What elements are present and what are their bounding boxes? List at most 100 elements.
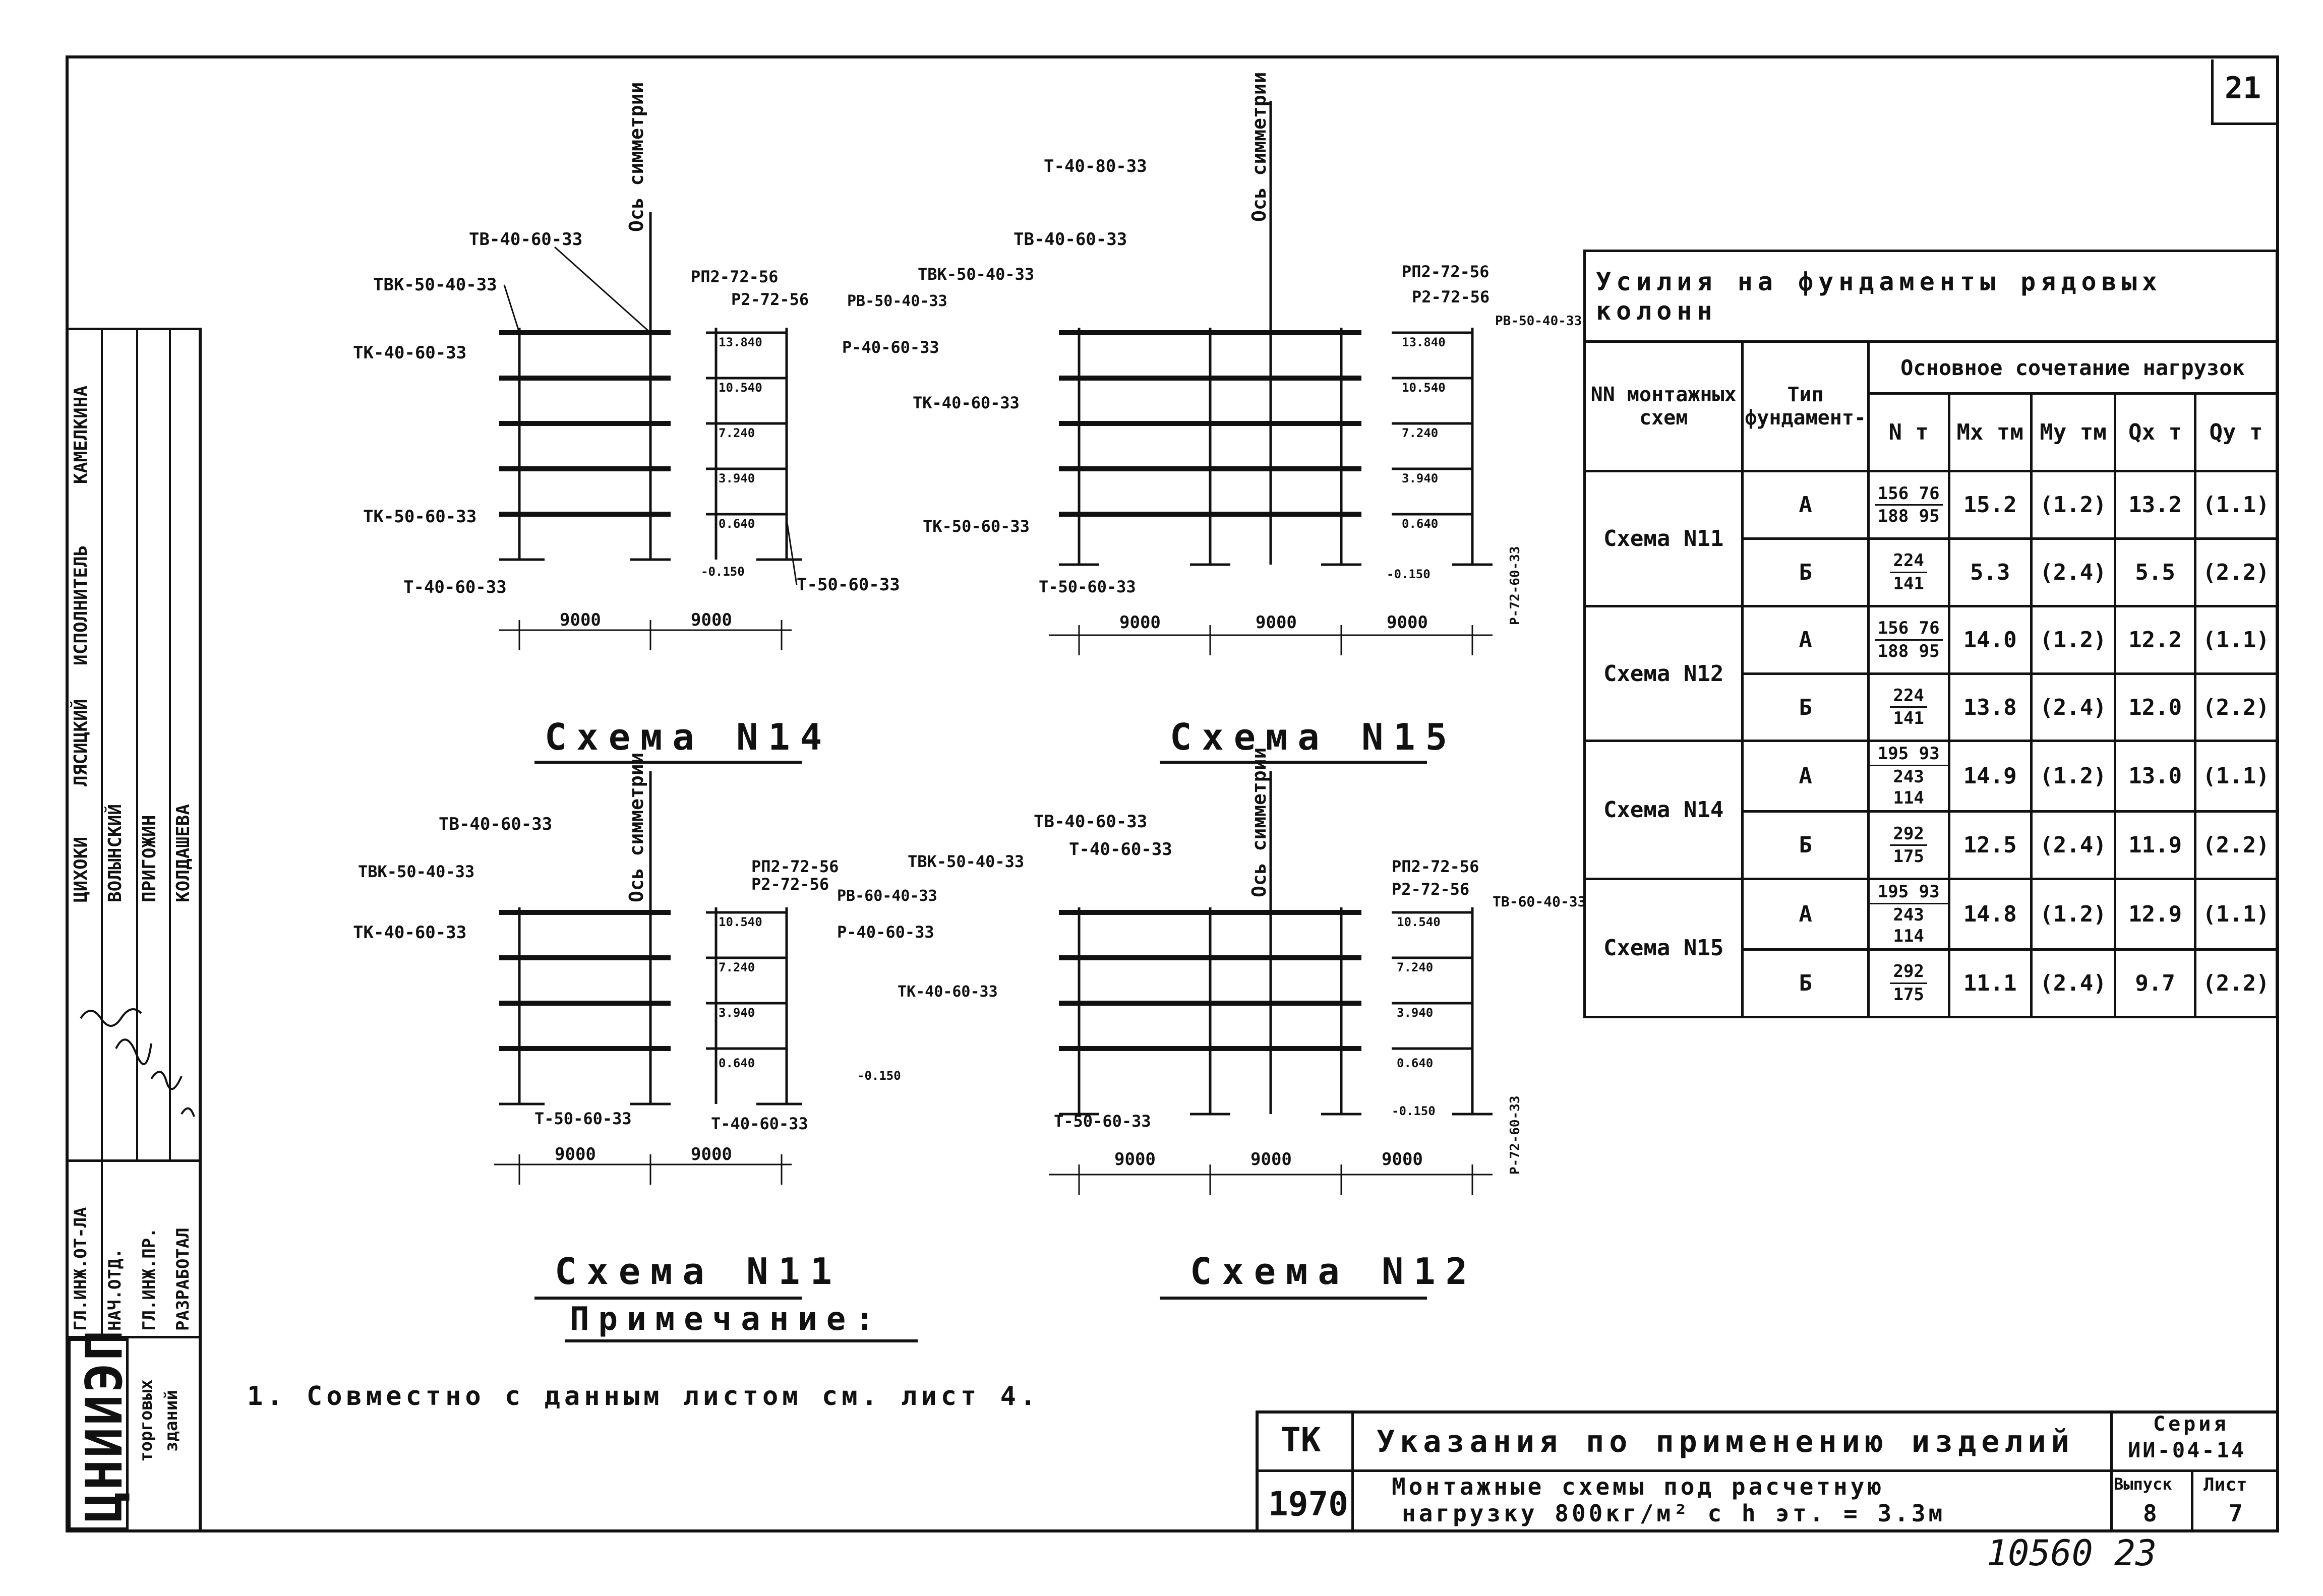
s14-label-8: РВ-50-40-33 [847,292,947,310]
s14-level-2: 10.540 [719,381,762,395]
s11-label-4: Т-50-60-33 [534,1109,632,1128]
row-qx: 11.9 [2114,810,2197,881]
table-col-scheme: NN монтажных схем [1583,340,1744,473]
s15-level-3: 7.240 [1402,426,1439,440]
s14-title: Схема N14 [545,716,832,758]
s15-label-10: Р-72-60-33 [1508,546,1523,625]
s12-label-8: ТВ-60-40-33 [1493,893,1586,910]
row-type: Б [1741,948,1870,1018]
s14-label-10: Т-50-60-33 [797,575,900,595]
s11-label-3: ТК-40-60-33 [353,923,467,943]
tb-hline [1256,1469,2279,1472]
strip-col-2 [136,328,138,1159]
s15-label-5: ТК-50-60-33 [923,517,1030,536]
s11-span-1: 9000 [555,1144,596,1164]
row-qx: 12.2 [2114,604,2197,675]
row-type: А [1741,740,1870,813]
scheme-11-graphic [494,771,802,1185]
s15-title: Схема N15 [1170,716,1458,758]
table-col-type: Тип фундамент- [1741,340,1870,473]
table-title: Усилия на фундаменты рядовых колонн [1583,249,2278,343]
s11-level-2: 7.240 [719,960,755,974]
table-col-mx: Mx тм [1947,392,2033,473]
table-col-my: My тм [2030,392,2117,473]
row-type: Б [1741,810,1870,881]
s15-span-1: 9000 [1119,612,1161,633]
tb-sheet-label: Лист [2203,1475,2247,1495]
s12-label-2: Т-40-60-33 [1069,839,1172,860]
s12-span-2: 9000 [1250,1149,1292,1170]
s15-level-6: -0.150 [1387,567,1431,581]
s15-label-7: РП2-72-56 [1402,262,1490,281]
s11-label-1: ТВ-40-60-33 [439,814,553,834]
row-scheme: Схема N15 [1583,878,1744,1018]
tb-vline-1 [1351,1410,1354,1532]
s14-level-4: 3.940 [719,471,755,485]
s12-title: Схема N12 [1190,1250,1478,1293]
s14-label-3: ТК-40-60-33 [353,343,467,363]
row-type: Б [1741,537,1870,607]
s15-level-5: 0.640 [1402,517,1439,531]
left-stamp-strip [66,328,202,1532]
s15-label-2: ТВ-40-60-33 [1014,229,1127,250]
row-my: (2.4) [2030,948,2117,1018]
row-qy: (1.1) [2194,604,2278,675]
s14-level-5: 0.640 [719,517,755,531]
tb-year: 1970 [1268,1485,1348,1523]
row-my: (1.2) [2030,470,2117,540]
row-mx: 15.2 [1947,470,2033,540]
row-qy: (2.2) [2194,948,2278,1018]
strip-divider-lower [66,1159,202,1162]
row-qx: 13.0 [2114,740,2197,813]
table-col-qy: Qy т [2194,392,2278,473]
archive-stamp: 10560 23 [1987,1532,2157,1574]
row-mx: 14.9 [1947,740,2033,813]
row-mx: 13.8 [1947,672,2033,743]
s15-axis-label: Ось симметрии [1248,72,1270,222]
s11-label-2: ТВК-50-40-33 [358,862,475,881]
s15-label-4: ТК-40-60-33 [913,393,1020,412]
s11-level-4: 0.640 [719,1056,755,1070]
s15-level-1: 13.840 [1402,335,1446,349]
tb-code: ТК [1281,1421,1321,1459]
strip-divider-upper [66,328,202,330]
s14-label-2: ТВК-50-40-33 [373,275,497,295]
s12-axis-label: Ось симметрии [1248,747,1270,897]
s14-level-6: -0.150 [701,565,745,579]
tb-vline-3 [2191,1469,2193,1532]
row-mx: 14.8 [1947,878,2033,951]
s15-span-2: 9000 [1256,612,1297,633]
row-qx: 13.2 [2114,470,2197,540]
s11-label-7: Р2-72-56 [751,875,829,894]
s15-label-8: Р2-72-56 [1412,287,1490,306]
tb-subtitle-2: нагрузку 800кг/м² с h эт. = 3.3м [1402,1500,1946,1527]
s14-span-1: 9000 [560,610,601,630]
s11-level-1: 10.540 [719,915,762,929]
s14-label-4: ТК-50-60-33 [363,507,477,527]
foundation-loads-table: Усилия на фундаменты рядовых колонн NN м… [1583,249,2279,1018]
tb-title: Указания по применению изделий [1377,1424,2074,1459]
row-my: (2.4) [2030,810,2117,881]
s15-label-9: РВ-50-40-33 [1495,314,1582,329]
s15-label-1: Т-40-80-33 [1044,156,1147,176]
row-qy: (1.1) [2194,740,2278,813]
strip-col-3 [169,328,171,1159]
sheet-number: 21 [2225,71,2261,106]
row-qx: 12.0 [2114,672,2197,743]
s11-label-8: РВ-60-40-33 [837,887,937,905]
row-my: (1.2) [2030,740,2117,813]
row-type: А [1741,878,1870,951]
s15-level-2: 10.540 [1402,381,1446,395]
row-scheme: Схема N11 [1583,470,1744,607]
s12-label-3: ТВК-50-40-33 [908,852,1025,871]
